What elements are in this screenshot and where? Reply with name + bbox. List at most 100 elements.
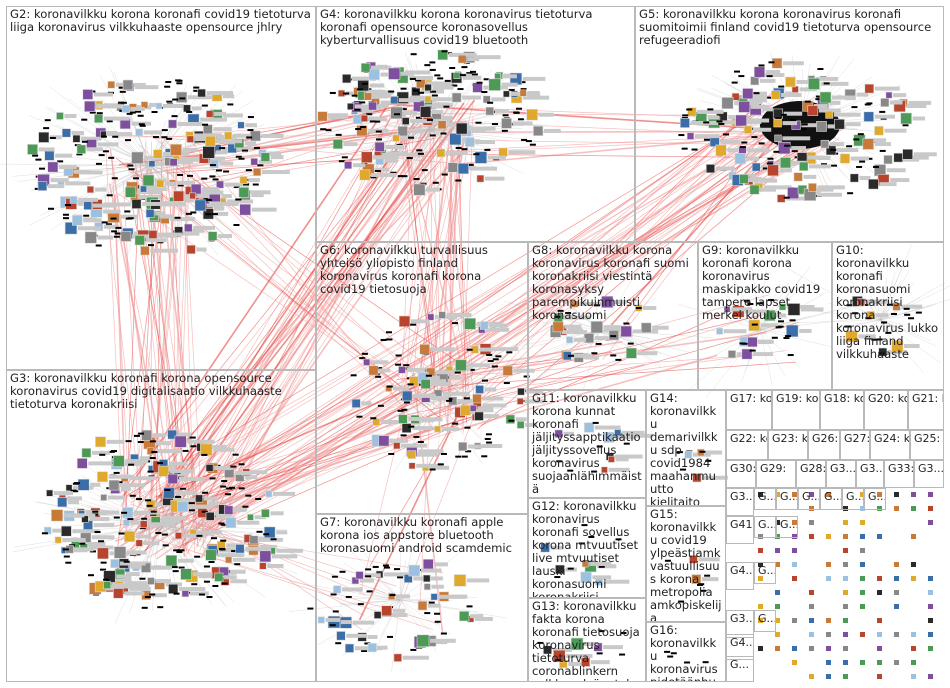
node-avatar [928,632,933,637]
group-box-g45: G... [754,562,776,584]
node-avatar [792,618,797,623]
group-box-g5: G5: koronavilkku korona koronavirus koro… [635,6,944,242]
group-label: G21: korona [909,391,943,405]
node-avatar [928,506,933,511]
node-avatar [894,590,899,595]
group-label: G41: [727,517,753,531]
node-avatar [843,548,848,553]
node-avatar [860,590,865,595]
group-label: G28: [797,461,825,475]
node-avatar [877,590,882,595]
group-label: G4... [727,563,753,577]
group-box-g22: G22: korona [726,430,768,460]
group-box-g33: G33: [884,460,914,488]
node-avatar [758,604,763,609]
group-box-g49: G... [726,656,754,682]
group-label: G3... [915,461,943,475]
node-avatar [843,534,848,539]
node-avatar [843,660,848,665]
node-avatar [809,618,814,623]
node-avatar [894,632,899,637]
group-box-g2: G2: koronavilkku korona koronafi covid19… [6,6,316,370]
node-avatar [911,660,916,665]
node-avatar [911,506,916,511]
node-avatar [860,604,865,609]
node-avatar [911,492,916,497]
node-avatar [860,660,865,665]
node-avatar [792,646,797,651]
node-avatar [860,520,865,525]
group-box-g4: G4: koronavilkku korona koronavirus tiet… [316,6,635,242]
node-avatar [894,506,899,511]
group-box-g41: G41: [726,516,754,544]
node-avatar [792,548,797,553]
node-avatar [911,632,916,637]
group-box-g24: G24: korona [870,430,910,460]
group-label: G... [755,517,775,531]
node-avatar [826,562,831,567]
node-avatar [843,632,848,637]
group-label: G19: korona [773,391,819,405]
node-avatar [894,492,899,497]
group-label: G3... [827,461,855,475]
group-box-g36: G... [776,488,798,510]
node-avatar [843,646,848,651]
group-label: G... [777,489,797,503]
node-avatar [928,674,933,679]
group-box-g27: G27: emai [840,430,870,460]
node-avatar [877,618,882,623]
node-avatar [775,632,780,637]
node-avatar [758,548,763,553]
node-avatar [843,576,848,581]
group-box-g42: G... [754,516,776,538]
node-avatar [877,632,882,637]
group-label: G... [755,563,775,577]
group-box-g11: G11: koronavilkku korona kunnat koronafi… [528,390,646,498]
group-box-g8: G8: koronavilkku korona koronavirus koro… [528,242,698,390]
node-avatar [928,618,933,623]
node-avatar [758,646,763,651]
group-label: G29: [757,461,795,475]
group-label: G16: koronavilkku koronavirus pidetäänhu… [647,623,725,682]
group-label: G8: koronavilkku korona koronavirus koro… [529,243,697,322]
group-label: G15: koronavilkku covid19 ylpeästiamk va… [647,507,725,622]
node-avatar [928,520,933,525]
group-label: G3... [727,611,753,625]
node-avatar [860,548,865,553]
node-avatar [894,562,899,567]
node-avatar [928,590,933,595]
node-avatar [928,576,933,581]
group-box-g43: G... [776,516,798,538]
node-avatar [877,534,882,539]
node-avatar [826,674,831,679]
node-avatar [877,646,882,651]
node-avatar [894,576,899,581]
group-label: G3: koronavilkku koronafi korona opensou… [7,371,315,411]
group-box-g6: G6: koronavilkku turvallisuus yhteisö yl… [316,242,528,514]
node-avatar [809,674,814,679]
node-avatar [877,674,882,679]
group-label: G11: koronavilkku korona kunnat koronafi… [529,391,645,496]
group-box-g13: G13: koronavilkku fakta korona koronafi … [528,598,646,682]
group-label: G18: korona [821,391,863,405]
group-box-g21: G21: korona [908,390,944,430]
node-avatar [928,646,933,651]
group-label: G... [777,517,797,531]
group-box-g38: G... [820,488,842,510]
node-avatar [809,604,814,609]
group-label: G22: korona [727,431,767,445]
group-label: G3... [727,489,753,503]
node-avatar [894,604,899,609]
group-label: G33: [885,461,913,475]
node-avatar [928,492,933,497]
node-avatar [809,520,814,525]
group-label: G... [755,611,775,625]
group-box-g9: G9: koronavilkku koronafi korona koronav… [698,242,832,390]
group-label: G9: koronavilkku koronafi korona koronav… [699,243,831,322]
node-avatar [826,660,831,665]
group-label: G17: korona [727,391,771,405]
node-avatar [911,576,916,581]
node-avatar [843,604,848,609]
group-box-g39: G... [842,488,864,510]
